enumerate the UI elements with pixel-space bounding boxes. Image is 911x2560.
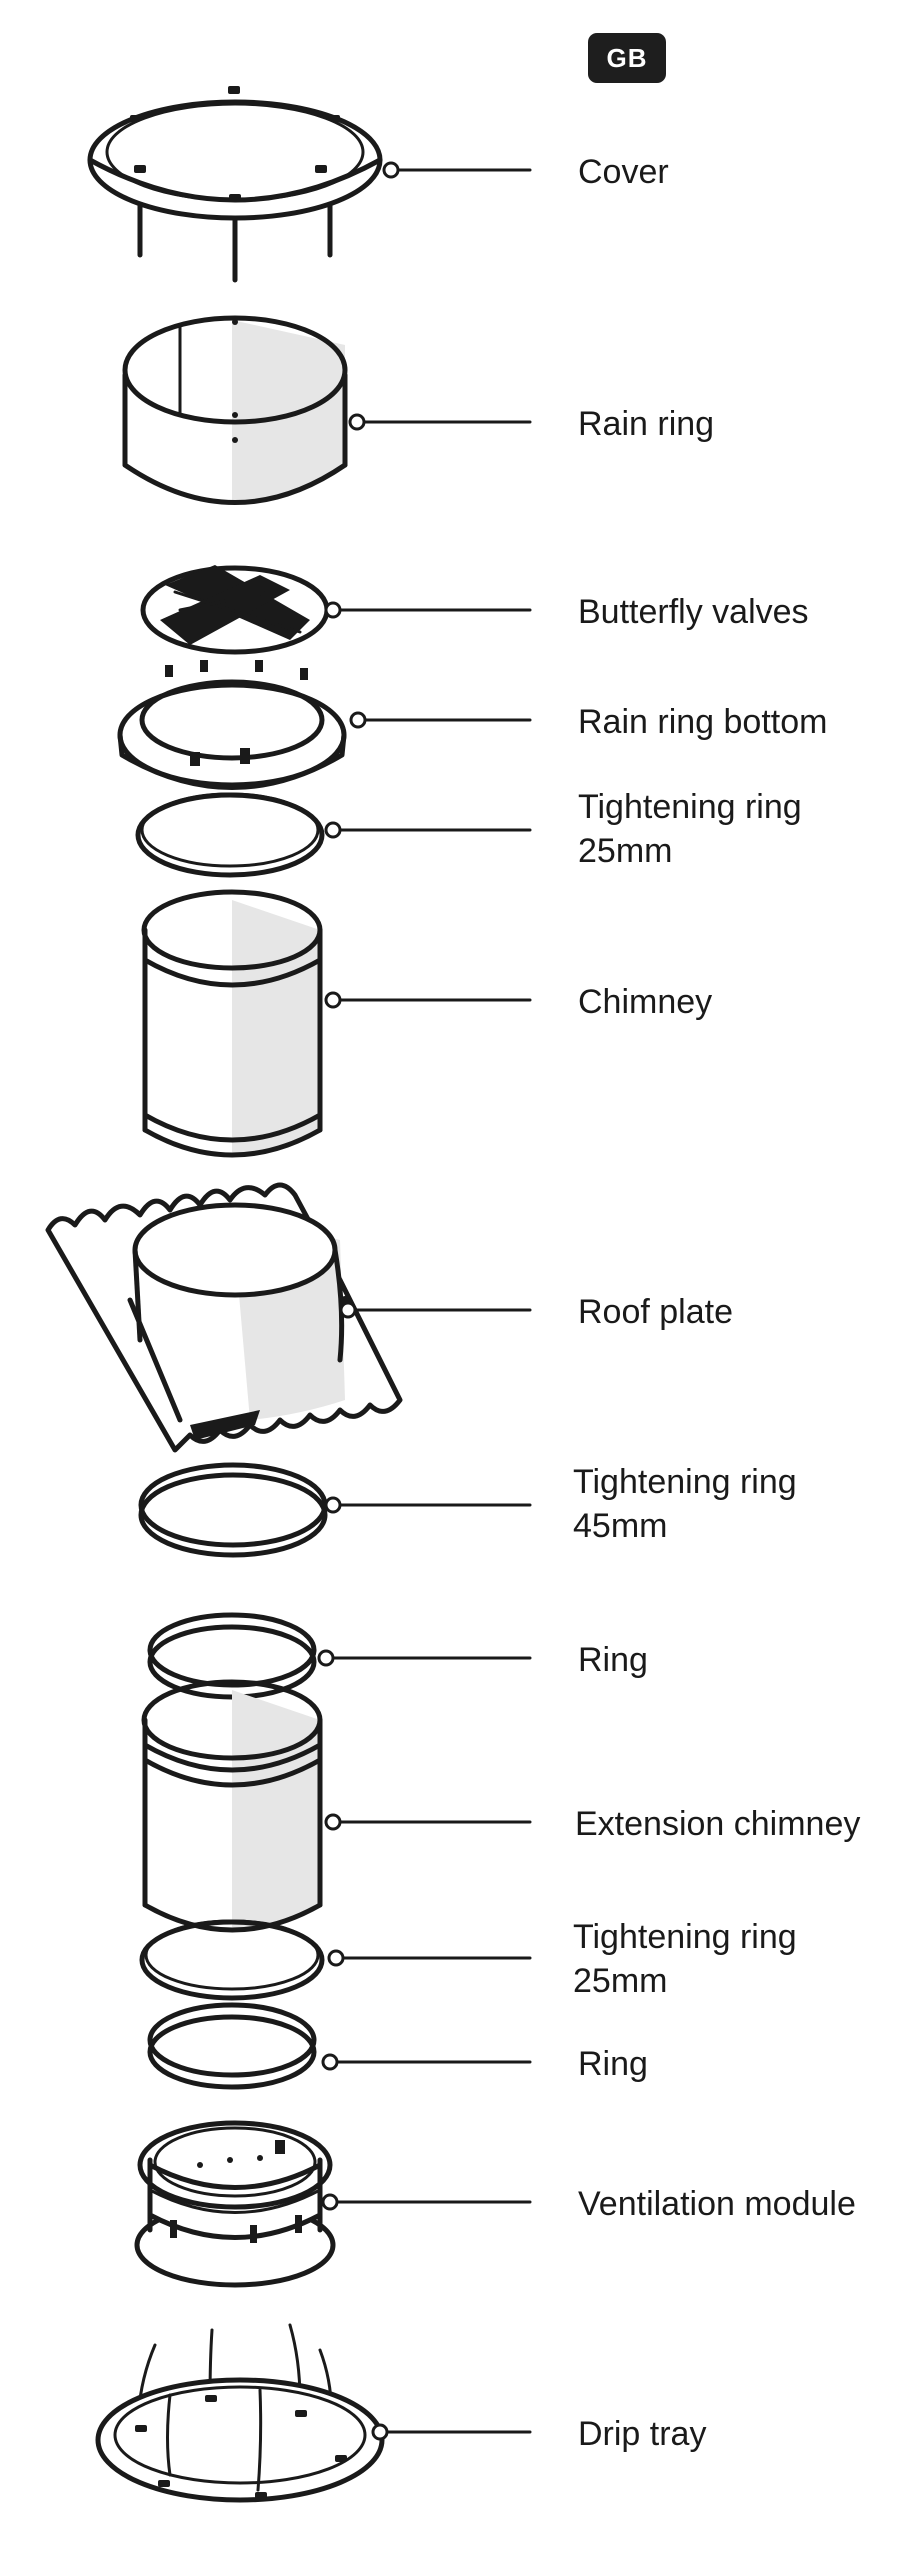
label-line-2: 25mm [573,1962,668,2000]
part-label-tightening-ring-45: Tightening ring 45mm [573,1460,797,1548]
ring-lower-part [147,2002,317,2090]
butterfly-valves-leader [324,601,532,619]
ring-lower-leader [321,2053,532,2071]
tightening-ring-25-lower-leader [327,1949,532,1967]
tightening-ring-25-top-part [135,792,325,878]
extension-chimney-leader [324,1813,532,1831]
part-label-ring-lower: Ring [578,2045,648,2083]
roof-plate-part [45,1182,403,1453]
label-line-1: Tightening ring [578,788,802,826]
ring-upper-part [147,1612,317,1700]
chimney-leader [324,991,532,1009]
part-label-ring-upper: Ring [578,1641,648,1679]
part-label-tightening-ring-25-lower: Tightening ring 25mm [573,1915,797,2003]
part-label-chimney: Chimney [578,983,713,1021]
chimney-part [141,889,323,1158]
roof-plate-leader [339,1301,532,1319]
part-label-rain-ring-bottom: Rain ring bottom [578,703,828,741]
label-line-2: 25mm [578,832,673,870]
tightening-ring-45-part [138,1462,328,1558]
tightening-ring-25-top-leader [324,821,532,839]
part-label-cover: Cover [578,153,669,191]
cover-part [87,86,383,283]
rain-ring-part [122,315,348,505]
part-label-roof-plate: Roof plate [578,1293,733,1331]
label-line-2: 45mm [573,1507,668,1545]
rain-ring-bottom-part [117,660,347,790]
drip-tray-leader [371,2423,532,2441]
cover-leader [382,161,532,179]
drip-tray-part [95,2323,385,2503]
butterfly-valves-part [140,565,330,655]
rain-ring-leader [348,413,532,431]
part-label-extension-chimney: Extension chimney [575,1805,861,1843]
part-label-rain-ring: Rain ring [578,405,715,443]
tightening-ring-25-lower-part [139,1919,325,2001]
label-line-1: Tightening ring [573,1463,797,1501]
ring-upper-leader [317,1649,532,1667]
rain-ring-bottom-leader [349,711,532,729]
tightening-ring-45-leader [324,1496,532,1514]
extension-chimney-part [141,1679,323,1933]
label-line-1: Tightening ring [573,1918,797,1956]
part-label-ventilation-module: Ventilation module [578,2185,856,2223]
ventilation-module-part [134,2120,336,2288]
part-label-tightening-ring-25-top: Tightening ring 25mm [578,785,802,873]
ventilation-module-leader [321,2193,532,2211]
part-label-drip-tray: Drip tray [578,2415,707,2453]
language-badge: GB [588,33,666,83]
part-label-butterfly-valves: Butterfly valves [578,593,809,631]
